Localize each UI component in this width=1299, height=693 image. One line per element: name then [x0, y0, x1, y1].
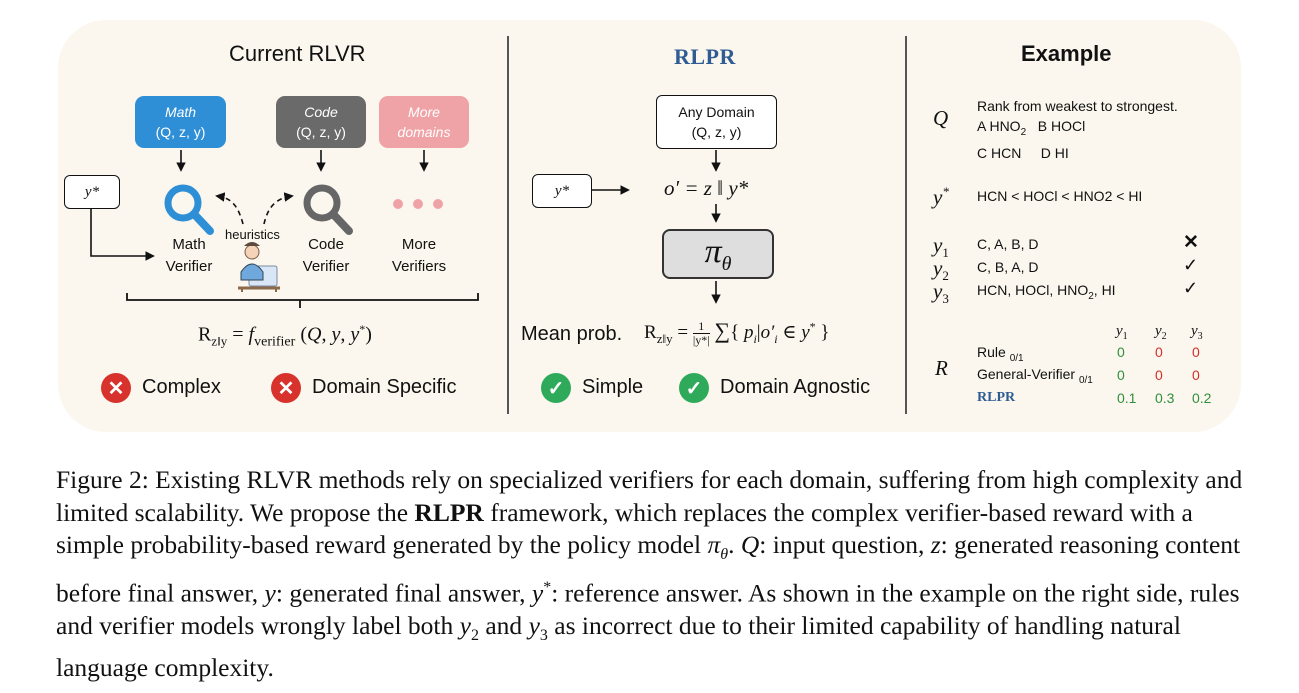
question-line2: A HNO2 B HOCl	[977, 118, 1086, 138]
more-verifiers-ellipsis-icon	[393, 199, 443, 209]
col-y3: y3	[1191, 323, 1203, 342]
y2-symbol: y2	[933, 256, 949, 284]
concat-formula: o′ = z ‖ y*	[664, 176, 749, 200]
general-verifier-row-label: General-Verifier 0/1	[977, 366, 1093, 386]
caption-part5: : generated final answer,	[275, 578, 532, 608]
y2-answer: C, B, A, D	[977, 259, 1039, 275]
code-verifier-line1: Code	[308, 236, 344, 253]
code-verifier-line2: Verifier	[302, 258, 350, 275]
rule-row-label: Rule 0/1	[977, 344, 1024, 364]
complex-x-icon: ✕	[101, 373, 131, 403]
any-domain-line2: (Q, z, y)	[691, 124, 742, 140]
r-symbol: R	[935, 356, 948, 380]
more-box-line2: domains	[397, 124, 451, 140]
rule-y3-value: 0	[1192, 344, 1200, 360]
middle-ystar-label: y*	[554, 183, 570, 199]
left-ystar-label: y*	[84, 184, 100, 200]
domain-agnostic-check-icon: ✓	[679, 373, 709, 403]
figure-panel	[58, 20, 1241, 432]
middle-ystar-box: y*	[532, 174, 592, 208]
more-verifiers-label: More Verifiers	[384, 234, 454, 278]
math-box-name: Math	[164, 104, 197, 120]
complex-label: Complex	[142, 376, 221, 398]
code-verifier-label: Code Verifier	[294, 234, 358, 278]
current-rlvr-title: Current RLVR	[229, 41, 366, 66]
code-box-data: (Q, z, y)	[296, 124, 346, 140]
code-domain-box: Code (Q, z, y)	[276, 96, 366, 148]
caption-part7: and	[478, 610, 529, 640]
example-title: Example	[1021, 41, 1112, 66]
gv-y3-value: 0	[1192, 367, 1200, 383]
y3-correct-icon: ✓	[1183, 278, 1199, 298]
rlpr-y2-value: 0.3	[1155, 390, 1175, 406]
y2-correct-icon: ✓	[1183, 255, 1199, 275]
caption-part8: as incorrect due to their limited capabi…	[56, 610, 1181, 683]
verifiers-brace	[126, 293, 479, 308]
y1-answer: C, A, B, D	[977, 236, 1039, 252]
rlpr-y3-value: 0.2	[1192, 390, 1212, 406]
rule-y1-value: 0	[1117, 344, 1125, 360]
more-box-line1: More	[408, 104, 440, 120]
math-verifier-line1: Math	[172, 236, 206, 253]
math-verifier-search-icon	[164, 184, 214, 235]
rlpr-y1-value: 0.1	[1117, 390, 1137, 406]
any-domain-line1: Any Domain	[678, 104, 755, 120]
math-verifier-line2: Verifier	[165, 258, 213, 275]
mean-prob-label: Mean prob.	[521, 323, 623, 345]
simple-label: Simple	[582, 376, 644, 398]
gv-y2-value: 0	[1155, 367, 1163, 383]
any-domain-box: Any Domain (Q, z, y)	[656, 95, 777, 149]
heuristics-label: heuristics	[225, 227, 280, 242]
policy-symbol: πθ	[704, 232, 732, 275]
simple-check-icon: ✓	[541, 373, 571, 403]
rule-y2-value: 0	[1155, 344, 1163, 360]
question-line3: C HCN D HI	[977, 144, 1069, 161]
q-symbol: Q	[933, 106, 949, 130]
caption-bold-rlpr: RLPR	[414, 497, 484, 527]
caption-part6: : reference answer. As shown in the exam…	[56, 578, 1240, 640]
domain-agnostic-label: Domain Agnostic	[720, 376, 871, 398]
y3-symbol: y3	[933, 279, 949, 307]
heuristic-arrow-left	[215, 192, 244, 225]
verifier-reward-formula: Rz‖y = fverifier (Q, y, y*)	[198, 322, 372, 350]
col-y2: y2	[1155, 323, 1167, 342]
y1-symbol: y1	[933, 233, 949, 261]
math-verifier-label: Math Verifier	[157, 234, 221, 278]
ystar-answer: HCN < HOCl < HNO2 < HI	[977, 188, 1143, 204]
engineer-person-icon	[238, 242, 280, 292]
math-domain-box: Math (Q, z, y)	[135, 96, 226, 148]
prob-reward-formula: Rz‖y = 1|y*| ∑{ pi|o′i ∈ y* }	[644, 318, 830, 348]
left-ystar-box: y*	[64, 175, 120, 209]
heuristic-arrow-right	[263, 192, 294, 225]
y3-answer: HCN, HOCl, HNO2, HI	[977, 282, 1116, 302]
math-box-data: (Q, z, y)	[155, 124, 206, 140]
code-box-name: Code	[304, 104, 338, 120]
caption-part3: : input question,	[759, 530, 931, 559]
divider-left	[507, 36, 509, 414]
code-verifier-search-icon	[303, 184, 353, 235]
ystar-symbol: y*	[933, 184, 949, 209]
figure-caption: Figure 2: Existing RLVR methods rely on …	[56, 465, 1243, 683]
question-text: Rank from weakest to strongest. A HNO2 B…	[977, 96, 1178, 163]
caption-part4: : generated reasoning content before fin…	[56, 530, 1241, 608]
gv-y1-value: 0	[1117, 367, 1125, 383]
col-y1: y1	[1116, 323, 1128, 342]
question-line1: Rank from weakest to strongest.	[977, 98, 1178, 114]
ystar-to-verifier-arrow	[90, 208, 155, 261]
rlpr-title: RLPR	[674, 44, 736, 69]
more-verifiers-line1: More	[401, 236, 437, 253]
caption-part2: framework, which replaces the complex ve…	[56, 497, 1193, 560]
caption-part1: Figure 2: Existing RLVR methods rely on …	[56, 465, 1243, 527]
domain-specific-label: Domain Specific	[312, 376, 457, 398]
more-domains-box: More domains	[379, 96, 469, 148]
domain-specific-x-icon: ✕	[271, 373, 301, 403]
more-verifiers-line2: Verifiers	[391, 258, 447, 275]
y1-wrong-icon: ✕	[1183, 232, 1199, 253]
rlpr-row-label: RLPR	[977, 390, 1016, 405]
divider-right	[905, 36, 907, 414]
policy-model-box: πθ	[662, 229, 774, 279]
